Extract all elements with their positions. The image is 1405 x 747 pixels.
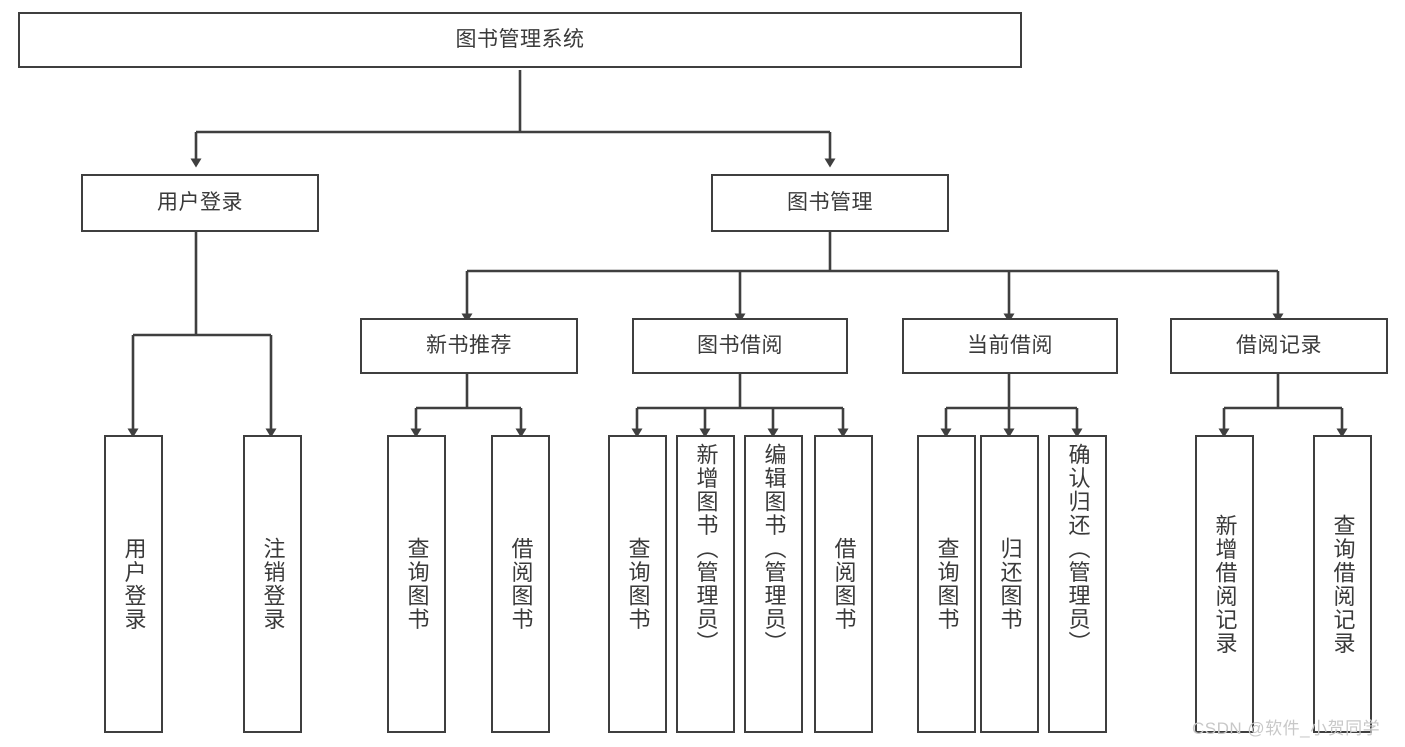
node-leaf-logout-label: 注销登录: [260, 537, 286, 631]
node-leaf-return-book-label: 归还图书: [997, 537, 1023, 631]
node-leaf-edit-book-admin-label: 编辑图书（管理员）: [761, 443, 787, 655]
node-root-label: 图书管理系统: [455, 28, 585, 52]
node-book-borrow-label: 图书借阅: [697, 334, 783, 358]
node-user-login[interactable]: 用户登录: [81, 174, 319, 232]
node-leaf-add-borrow-record[interactable]: 新增借阅记录: [1195, 435, 1254, 733]
node-leaf-user-login[interactable]: 用户登录: [104, 435, 163, 733]
node-leaf-borrow-book-2[interactable]: 借阅图书: [814, 435, 873, 733]
node-leaf-query-book-3-label: 查询图书: [934, 537, 960, 631]
node-borrow-records-label: 借阅记录: [1236, 334, 1322, 358]
node-leaf-borrow-book-1[interactable]: 借阅图书: [491, 435, 550, 733]
node-leaf-add-book-admin[interactable]: 新增图书（管理员）: [676, 435, 735, 733]
node-current-borrow[interactable]: 当前借阅: [902, 318, 1118, 374]
node-leaf-user-login-label: 用户登录: [121, 537, 147, 631]
node-borrow-records[interactable]: 借阅记录: [1170, 318, 1388, 374]
node-leaf-query-book-1[interactable]: 查询图书: [387, 435, 446, 733]
node-leaf-confirm-return-admin-label: 确认归还（管理员）: [1065, 443, 1091, 655]
node-leaf-query-book-3[interactable]: 查询图书: [917, 435, 976, 733]
node-leaf-edit-book-admin[interactable]: 编辑图书（管理员）: [744, 435, 803, 733]
node-leaf-borrow-book-2-label: 借阅图书: [831, 537, 857, 631]
node-leaf-query-borrow-record[interactable]: 查询借阅记录: [1313, 435, 1372, 733]
node-leaf-logout[interactable]: 注销登录: [243, 435, 302, 733]
node-root[interactable]: 图书管理系统: [18, 12, 1022, 68]
node-leaf-add-book-admin-label: 新增图书（管理员）: [693, 443, 719, 655]
node-leaf-query-book-2-label: 查询图书: [625, 537, 651, 631]
node-new-book-recommend[interactable]: 新书推荐: [360, 318, 578, 374]
node-leaf-query-borrow-record-label: 查询借阅记录: [1330, 513, 1356, 655]
node-book-borrow[interactable]: 图书借阅: [632, 318, 848, 374]
node-leaf-confirm-return-admin[interactable]: 确认归还（管理员）: [1048, 435, 1107, 733]
node-user-login-label: 用户登录: [157, 191, 243, 215]
node-leaf-borrow-book-1-label: 借阅图书: [508, 537, 534, 631]
node-leaf-query-book-1-label: 查询图书: [404, 537, 430, 631]
node-leaf-return-book[interactable]: 归还图书: [980, 435, 1039, 733]
csdn-watermark: CSDN @软件_小贺同学: [1192, 719, 1381, 738]
node-current-borrow-label: 当前借阅: [967, 334, 1053, 358]
node-book-management[interactable]: 图书管理: [711, 174, 949, 232]
node-book-management-label: 图书管理: [787, 191, 873, 215]
node-leaf-query-book-2[interactable]: 查询图书: [608, 435, 667, 733]
node-new-book-recommend-label: 新书推荐: [426, 334, 512, 358]
node-leaf-add-borrow-record-label: 新增借阅记录: [1212, 513, 1238, 655]
